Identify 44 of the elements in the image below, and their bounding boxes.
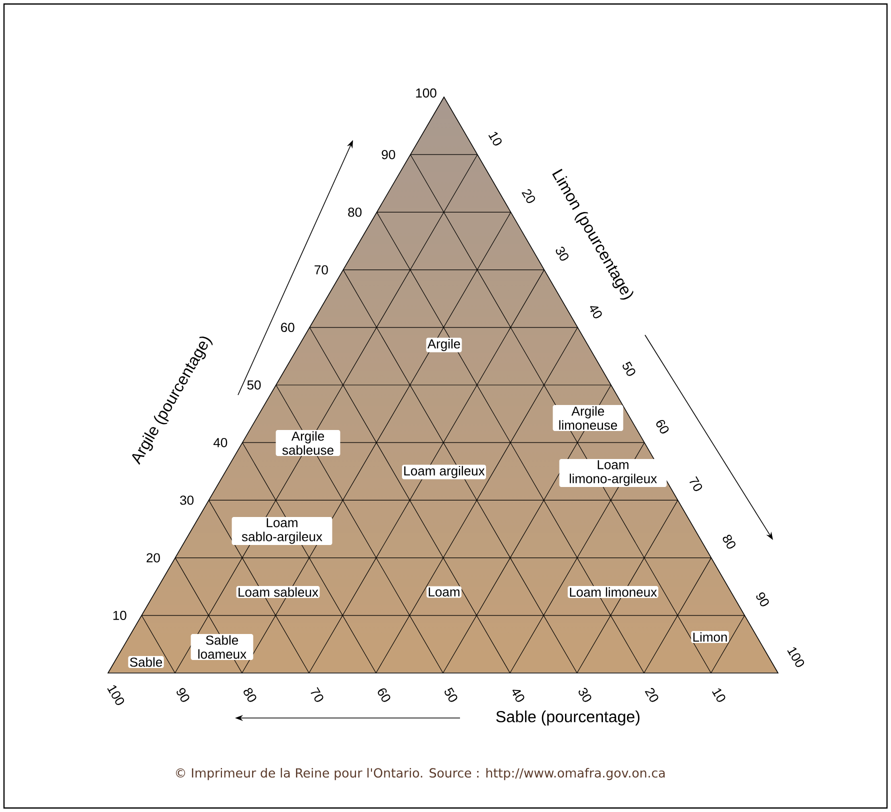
tick-label: 50 bbox=[622, 361, 636, 376]
region-label: Sable loameux bbox=[190, 634, 254, 660]
tick-label: 90 bbox=[176, 688, 190, 702]
region-label: Argile limoneuse bbox=[552, 405, 624, 431]
tick-label: 70 bbox=[689, 476, 702, 492]
tick-label: 100 bbox=[416, 88, 436, 98]
tick-label: 60 bbox=[378, 688, 390, 702]
tick-label: 30 bbox=[180, 496, 194, 505]
region-label: Argile bbox=[426, 338, 462, 352]
tick-label: 30 bbox=[556, 246, 568, 261]
tick-label: 100 bbox=[787, 647, 804, 667]
tick-label: 80 bbox=[722, 534, 736, 549]
region-label: Loam bbox=[426, 586, 462, 598]
tick-label: 90 bbox=[756, 592, 769, 606]
tick-label: 40 bbox=[213, 438, 228, 448]
region-label: Loam sableux bbox=[236, 586, 320, 598]
region-label: Loam sablo-argileux bbox=[232, 517, 332, 546]
tick-label: 100 bbox=[107, 685, 124, 705]
axis-title: Sable (pourcentage) bbox=[496, 710, 640, 726]
tick-label: 40 bbox=[590, 306, 602, 318]
tick-label: 10 bbox=[113, 610, 126, 620]
caption: © Imprimeur de la Reine pour l'Ontario. Source : http://www.omafra.gov.on.ca bbox=[176, 768, 665, 780]
region-label: Argile sableuse bbox=[276, 430, 340, 456]
tick-label: 10 bbox=[488, 132, 502, 146]
tick-label: 10 bbox=[712, 688, 726, 702]
tick-label: 20 bbox=[146, 553, 160, 562]
tick-label: 50 bbox=[247, 380, 261, 390]
tick-label: 70 bbox=[314, 265, 328, 274]
tick-label: 40 bbox=[512, 690, 524, 702]
region-label: Loam limoneux bbox=[568, 586, 658, 598]
tick-label: 30 bbox=[578, 688, 592, 702]
tick-label: 20 bbox=[644, 688, 658, 702]
tick-label: 80 bbox=[244, 688, 256, 702]
tick-label: 20 bbox=[522, 189, 536, 204]
tick-label: 50 bbox=[444, 687, 458, 702]
tick-label: 80 bbox=[348, 208, 362, 217]
tick-label: 60 bbox=[281, 322, 294, 332]
tick-label: 90 bbox=[382, 150, 396, 160]
region-label: Loam limono-argileux bbox=[559, 458, 667, 488]
region-label: Sable bbox=[128, 656, 164, 668]
region-label: Loam argileux bbox=[402, 464, 486, 480]
tick-label: 60 bbox=[656, 420, 669, 434]
tick-label: 70 bbox=[310, 687, 324, 702]
region-label: Limon bbox=[691, 631, 729, 643]
